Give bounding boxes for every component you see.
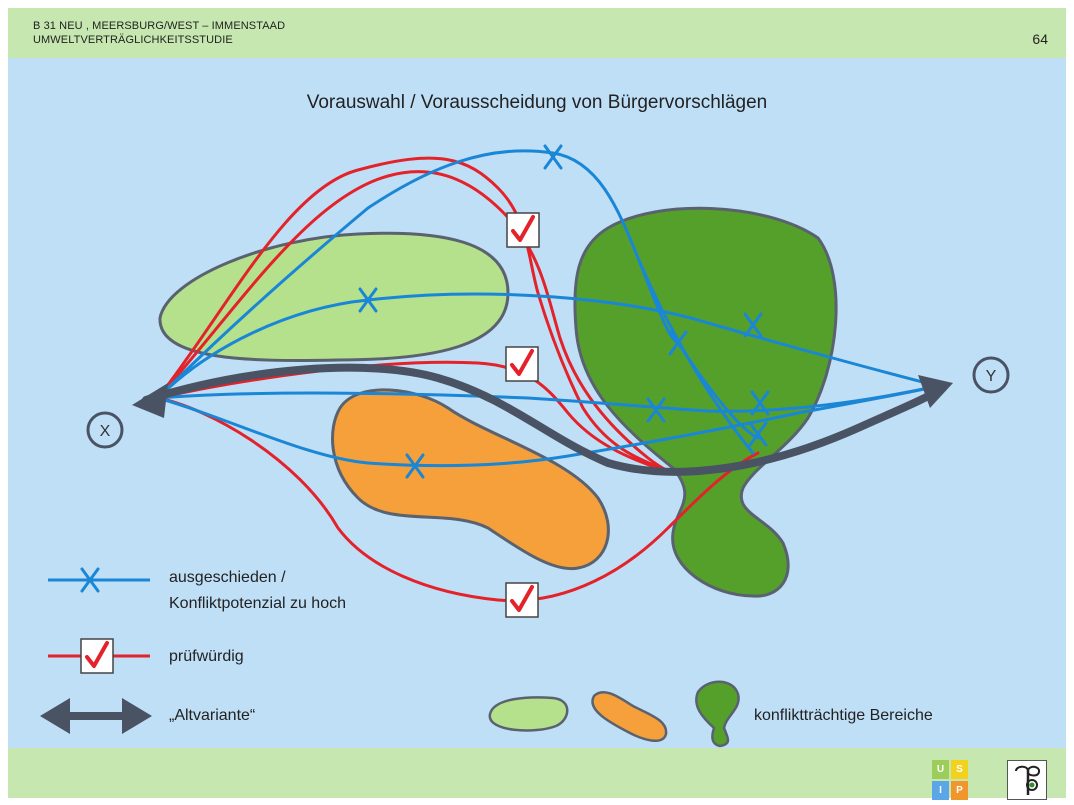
- legend-worth-checking-label: prüfwürdig: [169, 648, 244, 665]
- legend-worth-checking-symbol: [48, 637, 150, 675]
- red-route-south: [156, 396, 760, 603]
- node-y-label: Y: [986, 368, 997, 385]
- legend-conflict-area-symbols: [488, 680, 740, 748]
- legend-conflict-areas-label: konfliktträchtige Bereiche: [754, 707, 933, 724]
- old-variant-arrowhead-left: [132, 383, 168, 418]
- legend-eliminated-label-2: Konfliktpotenzial zu hoch: [169, 595, 346, 612]
- legend-light-green-shape: [488, 696, 569, 732]
- light-green-area: [158, 231, 510, 363]
- usip-logo: U S I P: [932, 760, 968, 800]
- orange-area: [331, 388, 610, 571]
- usip-logo-i: I: [932, 781, 949, 800]
- legend-old-variant-symbol: [40, 698, 152, 734]
- node-x-label: X: [100, 423, 111, 440]
- usip-logo-s: S: [951, 760, 968, 779]
- page-number: 64: [1032, 31, 1048, 47]
- legend-eliminated-label-1: ausgeschieden /: [169, 569, 286, 586]
- efp-logo: [1007, 760, 1047, 800]
- usip-logo-p: P: [951, 781, 968, 800]
- slide: B 31 NEU , MEERSBURG/WEST – IMMENSTAAD U…: [8, 8, 1066, 800]
- node-x: X: [86, 411, 124, 449]
- old-variant-arrowhead-right: [918, 375, 953, 408]
- dark-green-area: [573, 206, 838, 598]
- legend-dark-green-shape: [695, 680, 740, 748]
- footer-band: [8, 748, 1066, 798]
- blue-route-central: [156, 384, 940, 413]
- blue-route-south: [156, 384, 940, 468]
- red-route-north: [156, 156, 662, 470]
- usip-logo-u: U: [932, 760, 949, 779]
- header-study-title: UMWELTVERTRÄGLICHKEITSSTUDIE: [33, 34, 233, 46]
- blue-route-upper: [156, 292, 940, 400]
- legend-old-variant-label: „Altvariante“: [169, 707, 256, 724]
- red-route-middle: [156, 360, 660, 470]
- legend-orange-shape: [591, 690, 668, 742]
- header-band: B 31 NEU , MEERSBURG/WEST – IMMENSTAAD U…: [8, 8, 1066, 58]
- efp-logo-mark: [1015, 765, 1041, 795]
- old-variant-route: [142, 363, 947, 476]
- legend-eliminated-symbol: [48, 567, 150, 593]
- node-y: Y: [972, 356, 1010, 394]
- header-project-title: B 31 NEU , MEERSBURG/WEST – IMMENSTAAD: [33, 20, 286, 32]
- diagram-title: Vorauswahl / Vorausscheidung von Bürgerv…: [306, 92, 768, 113]
- blue-route-north: [156, 149, 755, 455]
- route-diagram: X Y: [40, 144, 1010, 748]
